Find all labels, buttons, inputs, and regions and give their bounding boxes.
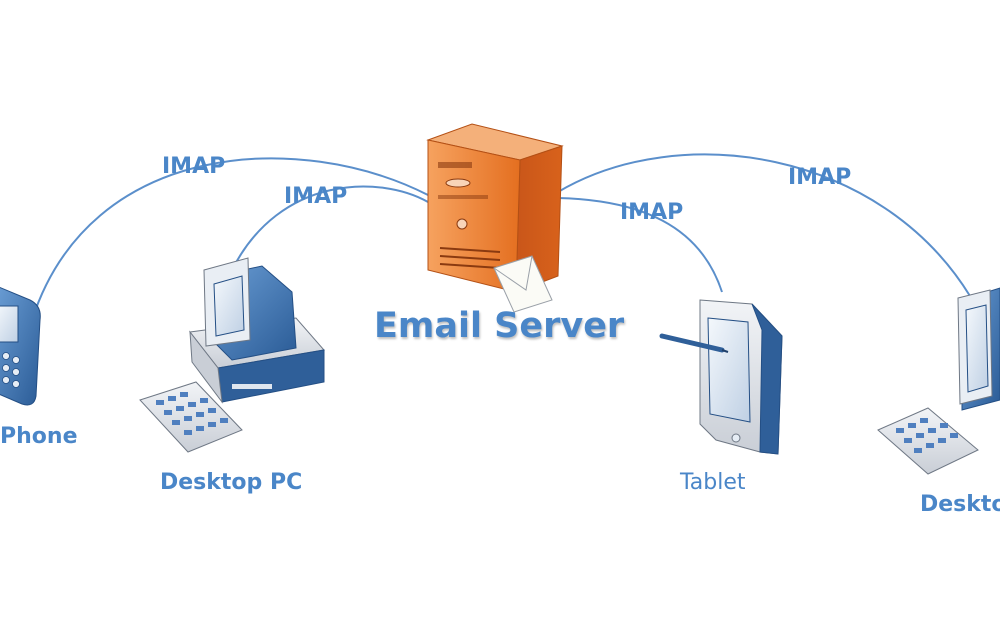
server-label: Email Server — [374, 306, 625, 346]
imap-label-desktop-left: IMAP — [284, 184, 348, 209]
stylus-icon — [659, 333, 729, 353]
connection-line-phone — [31, 157, 429, 321]
tablet-icon — [699, 299, 783, 455]
connection-line-tablet — [557, 197, 723, 293]
phone-icon — [0, 286, 41, 406]
server-icon — [426, 123, 564, 293]
imap-label-desktop-right: IMAP — [788, 165, 852, 190]
imap-label-tablet: IMAP — [620, 200, 684, 225]
device-label-phone: Phone — [0, 424, 78, 449]
envelope-icon — [493, 255, 553, 313]
device-label-desktop-right: Deskto — [920, 492, 1000, 517]
device-label-desktop-pc: Desktop PC — [160, 470, 303, 495]
desktop-pc-icon — [139, 257, 325, 453]
imap-label-phone: IMAP — [162, 154, 226, 179]
connection-line-desktop-right — [557, 153, 971, 297]
connection-line-desktop-left — [231, 185, 429, 271]
desktop-right-icon — [877, 287, 1000, 475]
device-label-tablet: Tablet — [680, 470, 746, 495]
